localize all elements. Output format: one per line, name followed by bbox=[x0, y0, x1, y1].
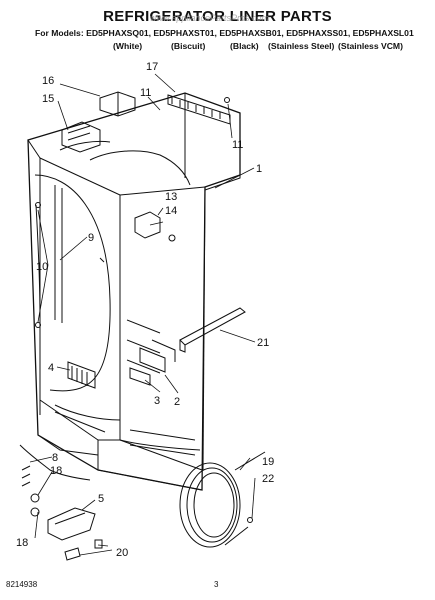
page-title: REFRIGERATOR LINER PARTS bbox=[103, 8, 332, 25]
callout-14: 14 bbox=[165, 205, 177, 217]
model-list: For Models: ED5PHAXSQ01, ED5PHAXST01, ED… bbox=[35, 28, 414, 38]
callout-18-upper: 18 bbox=[50, 465, 62, 477]
callout-labels: 16 15 11 17 11 1 13 14 9 10 4 21 2 3 8 1… bbox=[16, 61, 274, 559]
document-number: 8214938 bbox=[6, 580, 38, 589]
callout-19: 19 bbox=[262, 456, 274, 468]
callout-4: 4 bbox=[48, 362, 54, 374]
part-21-rail bbox=[179, 307, 246, 353]
callout-1: 1 bbox=[256, 163, 262, 175]
callout-17: 17 bbox=[146, 61, 158, 73]
watermark: www.appliancePartsPros.com bbox=[150, 13, 270, 23]
callout-2: 2 bbox=[174, 396, 180, 408]
callout-21: 21 bbox=[257, 337, 269, 349]
callout-18-lower: 18 bbox=[16, 537, 28, 549]
part-13-bracket bbox=[134, 211, 176, 242]
callout-16: 16 bbox=[42, 75, 54, 87]
color-stainless-vcm: (Stainless VCM) bbox=[338, 41, 403, 51]
callout-20: 20 bbox=[116, 547, 128, 559]
part-2-3-brackets bbox=[129, 339, 176, 386]
liner-cabinet bbox=[27, 92, 241, 491]
leader-lines bbox=[29, 73, 256, 556]
callout-9: 9 bbox=[88, 232, 94, 244]
part-15-16-housing bbox=[61, 91, 136, 153]
color-black: (Black) bbox=[230, 41, 259, 51]
part-5-20-hinge bbox=[47, 507, 103, 561]
callout-3: 3 bbox=[154, 395, 160, 407]
part-9-10-wire bbox=[35, 202, 105, 328]
part-17-strip bbox=[167, 94, 231, 125]
color-white: (White) bbox=[113, 41, 143, 51]
callout-11-top: 11 bbox=[140, 87, 151, 99]
callout-22: 22 bbox=[262, 473, 274, 485]
callout-15: 15 bbox=[42, 93, 54, 105]
color-biscuit: (Biscuit) bbox=[171, 41, 206, 51]
callout-8: 8 bbox=[52, 452, 58, 464]
callout-10: 10 bbox=[36, 261, 48, 273]
callout-11-right: 11 bbox=[232, 139, 243, 151]
part-4-vent bbox=[67, 361, 96, 389]
page-number: 3 bbox=[214, 580, 219, 589]
color-stainless-steel: (Stainless Steel) bbox=[268, 41, 335, 51]
callout-5: 5 bbox=[98, 493, 104, 505]
part-8-18-harness bbox=[19, 444, 91, 517]
callout-13: 13 bbox=[165, 191, 177, 203]
part-19-coil bbox=[179, 451, 266, 548]
